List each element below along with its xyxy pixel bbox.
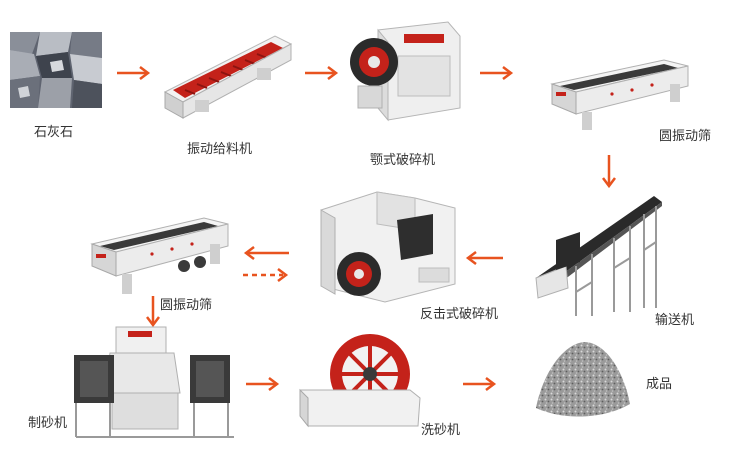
step-label-vibrating-screen-2: 圆振动筛 bbox=[160, 294, 212, 313]
finished-sand-pile-icon bbox=[532, 338, 632, 420]
step-label-sand-making-machine: 制砂机 bbox=[28, 412, 67, 431]
flow-arrow-down bbox=[601, 155, 617, 189]
flow-arrow-right bbox=[480, 66, 514, 80]
sand-making-machine-icon bbox=[70, 325, 240, 441]
flow-arrow-right bbox=[117, 66, 151, 80]
vibrating-feeder-icon bbox=[165, 30, 295, 130]
limestone-rocks-icon bbox=[10, 32, 102, 108]
sand-washer-icon bbox=[298, 332, 423, 428]
step-label-vibrating-screen: 圆振动筛 bbox=[659, 125, 711, 144]
step-label-conveyor: 输送机 bbox=[655, 309, 694, 328]
flow-arrow-left bbox=[243, 246, 289, 260]
vibrating-screen-icon bbox=[92, 212, 232, 296]
step-label-jaw-crusher: 颚式破碎机 bbox=[370, 149, 435, 168]
flow-arrow-left bbox=[465, 251, 503, 265]
impact-crusher-icon bbox=[315, 190, 465, 308]
flow-arrow-right bbox=[305, 66, 339, 80]
flow-arrow-right bbox=[246, 377, 280, 391]
belt-conveyor-icon bbox=[536, 192, 666, 322]
step-label-limestone: 石灰石 bbox=[34, 121, 73, 140]
vibrating-screen-icon bbox=[552, 56, 692, 132]
jaw-crusher-icon bbox=[348, 16, 463, 128]
return-arrow-dashed bbox=[243, 268, 289, 282]
step-label-sand-washer: 洗砂机 bbox=[421, 419, 460, 438]
step-label-impact-crusher: 反击式破碎机 bbox=[420, 303, 498, 322]
flow-arrow-right bbox=[463, 377, 497, 391]
step-label-finished-product: 成品 bbox=[646, 373, 672, 392]
flow-arrow-down bbox=[145, 296, 161, 328]
step-label-vibrating-feeder: 振动给料机 bbox=[187, 138, 252, 157]
